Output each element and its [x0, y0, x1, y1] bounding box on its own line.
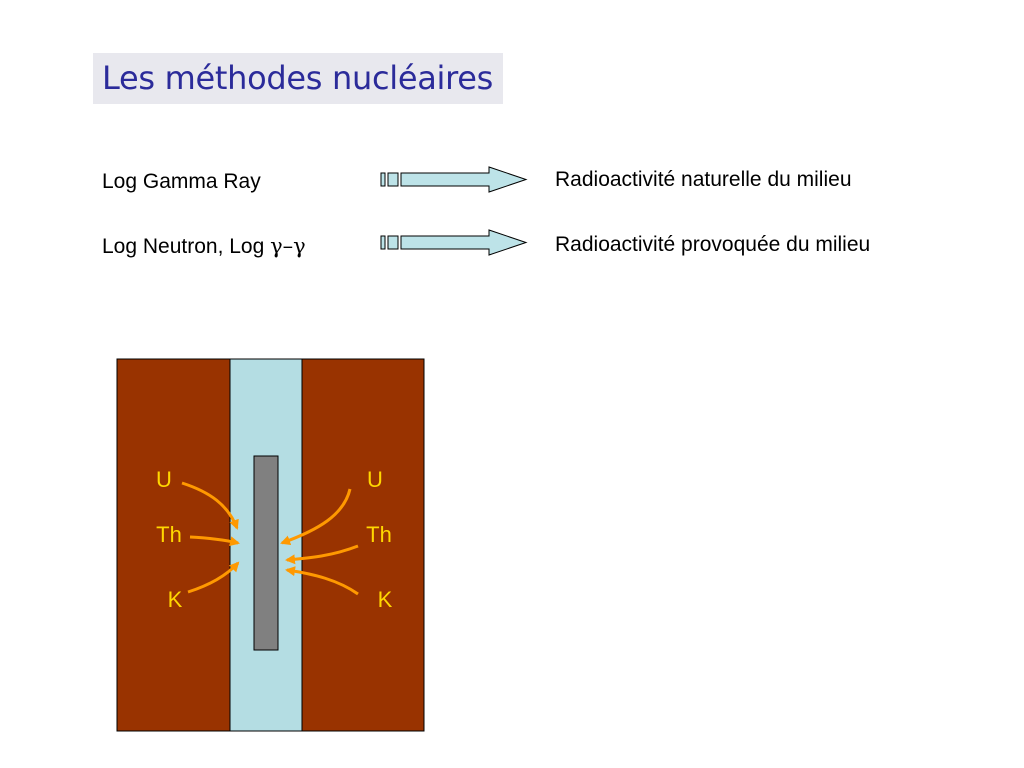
radiation-arrow	[181, 481, 239, 530]
radiation-arrow	[285, 544, 359, 565]
label-right-k: K	[378, 587, 393, 612]
radiation-arrow	[189, 535, 240, 547]
formation-right	[301, 358, 425, 732]
row-2-arrow-icon	[380, 229, 528, 256]
slide-title: Les méthodes nucléaires	[102, 59, 494, 97]
row-1-arrow-icon	[380, 166, 528, 193]
label-left-k: K	[168, 587, 183, 612]
row-1-left-label: Log Gamma Ray	[102, 169, 261, 194]
radiation-arrow	[285, 566, 359, 596]
title-box: Les méthodes nucléaires	[93, 53, 503, 104]
label-right-u: U	[367, 467, 383, 492]
row-1-right-label: Radioactivité naturelle du milieu	[555, 168, 852, 191]
row-2-right-label: Radioactivité provoquée du milieu	[555, 233, 871, 256]
row-2-left-label: Log Neutron, Log γ–γ	[102, 234, 306, 259]
label-left-u: U	[156, 467, 172, 492]
logging-tool	[253, 455, 279, 651]
row-2-left-symbol: γ–γ	[270, 234, 306, 258]
label-right-th: Th	[366, 522, 392, 547]
label-left-th: Th	[156, 522, 182, 547]
row-1-left-text: Log Gamma Ray	[102, 170, 261, 193]
formation-left	[116, 358, 231, 732]
radiation-arrow	[280, 488, 352, 545]
row-2-left-text: Log Neutron, Log	[102, 235, 271, 258]
radiation-arrow	[187, 561, 240, 594]
